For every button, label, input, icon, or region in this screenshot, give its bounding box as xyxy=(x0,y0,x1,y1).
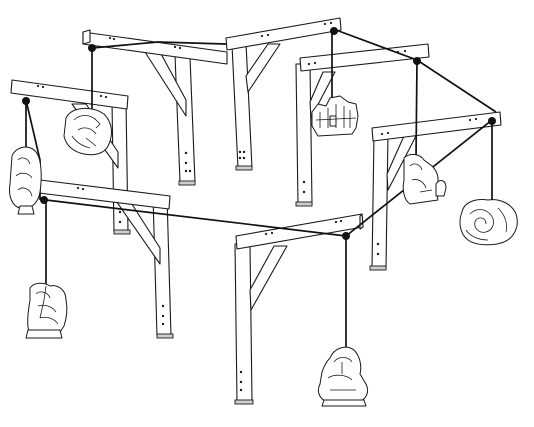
brace xyxy=(249,245,288,311)
pulley xyxy=(413,57,421,65)
rope xyxy=(45,199,347,237)
crossbeam xyxy=(371,111,502,142)
pulley xyxy=(22,97,30,105)
post-foot xyxy=(369,265,387,271)
gallows-front-left xyxy=(38,179,174,339)
brace xyxy=(245,43,281,93)
pulley xyxy=(342,232,350,240)
sculpture-castle-relief xyxy=(311,95,359,137)
sculpture-sitting-figure xyxy=(402,153,447,205)
gallows-back-left xyxy=(82,29,228,186)
post-foot xyxy=(235,165,253,171)
gallows-far-right xyxy=(369,111,502,271)
gallows-back-center xyxy=(225,17,342,171)
sculpture-horse-figure xyxy=(25,282,68,339)
pulley xyxy=(330,27,338,35)
pulleys xyxy=(22,27,496,240)
post-foot xyxy=(178,180,196,186)
gallows-front-center xyxy=(234,213,364,405)
post-foot xyxy=(234,399,254,405)
pulley xyxy=(88,44,96,52)
sculpture-bust-figure xyxy=(317,346,369,407)
crossbeam xyxy=(10,79,129,110)
sculpture-ghost-figure xyxy=(9,146,42,215)
post xyxy=(152,195,172,337)
sculpture-shell-relief xyxy=(459,199,518,246)
post-foot xyxy=(156,333,174,339)
rope xyxy=(415,59,418,161)
post xyxy=(231,42,253,169)
crossbeam xyxy=(235,213,364,250)
post-foot xyxy=(113,229,131,235)
post xyxy=(371,133,389,269)
crossbeam-end xyxy=(82,29,91,45)
pulley xyxy=(40,196,48,204)
crossbeam xyxy=(38,179,171,210)
crossbeam xyxy=(225,17,342,51)
post xyxy=(234,243,253,403)
crossbeam-end xyxy=(359,213,364,230)
post-foot xyxy=(295,201,313,207)
rope xyxy=(91,41,227,49)
pulley xyxy=(488,117,496,125)
sculpture-bird-relief xyxy=(63,108,112,156)
